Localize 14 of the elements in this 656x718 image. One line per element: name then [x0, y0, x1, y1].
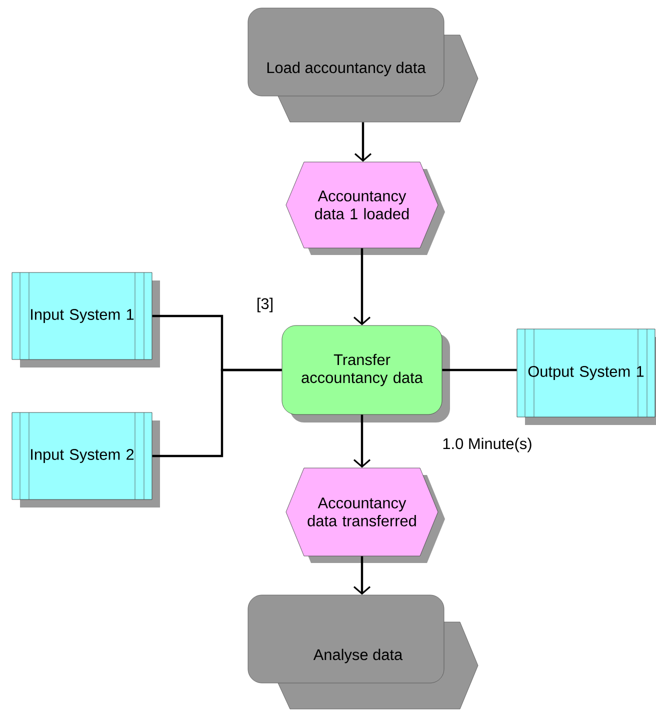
- system-box: Input System 2: [12, 412, 160, 508]
- system-box: Input System 1: [12, 272, 160, 368]
- connector: [353, 248, 371, 326]
- system-box: Output System 1: [516, 328, 656, 425]
- connector: [152, 368, 282, 458]
- connector: [353, 556, 371, 595]
- connector: [354, 122, 372, 162]
- event-hexagon: Accountancy data transferred: [286, 468, 445, 563]
- connector: [353, 414, 371, 468]
- duration-label: 1.0 Minute(s): [443, 438, 532, 452]
- function-box: Transfer accountancy data: [282, 325, 450, 422]
- cardinality-label: [3]: [258, 298, 272, 312]
- connector: [442, 368, 517, 372]
- event-hexagon: Accountancy data 1 loaded: [286, 162, 445, 255]
